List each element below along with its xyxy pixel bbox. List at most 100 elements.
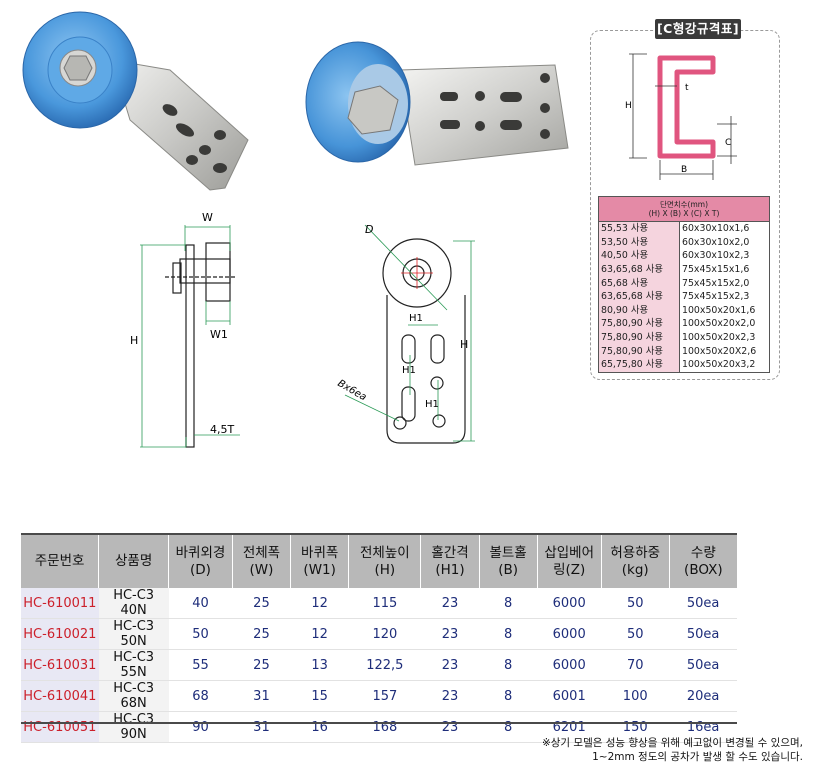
column-header: 허용하중(kg): [601, 535, 670, 588]
dim-label-h-side: H: [130, 334, 138, 347]
table-cell: 120: [348, 618, 421, 650]
model-name-cell: HC-C3 40N: [98, 588, 169, 619]
table-cell: 55: [168, 649, 233, 681]
column-header: 전체폭(W): [232, 535, 292, 588]
spec-use-cell: 53,50 사용: [598, 235, 680, 250]
dim-label-thickness: 4,5T: [210, 423, 234, 436]
c-channel-diagram: H t C B: [625, 53, 737, 180]
table-cell: 50: [601, 618, 670, 650]
dim-label-h1-low: H1: [425, 399, 439, 410]
column-header-line1: 수량: [690, 544, 716, 561]
spec-dimension-cell: 100x50x20x2,3: [679, 330, 770, 345]
table-cell: 157: [348, 680, 421, 712]
spec-label-b: B: [681, 165, 687, 175]
order-number-cell: HC-610051: [21, 711, 99, 743]
table-cell: 20ea: [669, 680, 737, 712]
model-name-cell: HC-C3 90N: [98, 711, 169, 743]
spec-header-line1: 단면치수(mm): [659, 200, 709, 209]
table-cell: 23: [420, 649, 480, 681]
table-cell: 90: [168, 711, 233, 743]
spec-use-cell: 65,75,80 사용: [598, 357, 680, 373]
front-view-drawing: D H1 H1 H1 H Bx6ea: [336, 223, 475, 444]
spec-use-cell: 63,65,68 사용: [598, 289, 680, 304]
column-header-line1: 상품명: [115, 553, 153, 569]
spec-dimension-cell: 60x30x10x2,3: [679, 249, 770, 263]
spec-use-cell: 75,80,90 사용: [598, 344, 680, 358]
spec-table-header: 단면치수(mm) (H) X (B) X (C) X T): [598, 196, 770, 222]
table-cell: 122,5: [348, 649, 421, 681]
table-cell: 6001: [537, 680, 602, 712]
order-number-cell: HC-610011: [21, 588, 99, 619]
table-bottom-rule: [21, 722, 737, 724]
column-header-line2: (D): [190, 561, 211, 578]
table-cell: 50ea: [669, 588, 737, 619]
order-number-cell: HC-610031: [21, 649, 99, 681]
dim-label-d: D: [365, 223, 373, 236]
dim-label-h-front: H: [460, 338, 468, 351]
column-header-line1: 허용하중: [610, 544, 661, 561]
dim-label-w1: W1: [210, 328, 228, 341]
table-cell: 8: [479, 711, 538, 743]
spec-header-line2: (H) X (B) X (C) X T): [648, 209, 720, 218]
table-cell: 115: [348, 588, 421, 619]
table-cell: 50ea: [669, 649, 737, 681]
column-header-line2: (B): [498, 561, 518, 578]
spec-label-c: C: [725, 138, 731, 148]
table-cell: 6000: [537, 588, 602, 619]
column-header-line1: 주문번호: [34, 553, 85, 569]
table-cell: 23: [420, 618, 480, 650]
table-cell: 25: [232, 618, 291, 650]
order-number-cell: HC-610021: [21, 618, 99, 650]
table-cell: 12: [290, 618, 349, 650]
spec-use-cell: 63,65,68 사용: [598, 262, 680, 277]
table-cell: 8: [479, 649, 538, 681]
table-cell: 50: [601, 588, 670, 619]
column-header: 주문번호: [21, 535, 100, 588]
table-cell: 8: [479, 618, 538, 650]
table-cell: 16: [290, 711, 349, 743]
column-header: 바퀴폭(W1): [290, 535, 350, 588]
table-cell: 150: [601, 711, 670, 743]
dim-label-h1-top: H1: [409, 313, 423, 324]
model-name-cell: HC-C3 55N: [98, 649, 169, 681]
column-header-line1: 삽입베어: [544, 544, 595, 561]
column-header-line1: 전체폭: [242, 544, 281, 561]
column-header-line2: (H1): [435, 561, 465, 578]
spec-dimension-cell: 100x50x20X2,6: [679, 344, 770, 358]
spec-use-cell: 75,80,90 사용: [598, 317, 680, 331]
spec-dimension-cell: 100x50x20x1,6: [679, 303, 770, 318]
column-header-line2: (kg): [621, 561, 649, 578]
table-cell: 25: [232, 649, 291, 681]
column-header: 바퀴외경(D): [168, 535, 233, 588]
table-cell: 23: [420, 680, 480, 712]
model-name-cell: HC-C3 68N: [98, 680, 169, 712]
table-cell: 12: [290, 588, 349, 619]
spec-use-cell: 80,90 사용: [598, 303, 680, 318]
table-cell: 100: [601, 680, 670, 712]
table-cell: 40: [168, 588, 233, 619]
table-cell: 68: [168, 680, 233, 712]
table-cell: 15: [290, 680, 349, 712]
column-header: 상품명: [98, 535, 170, 588]
side-view-drawing: W H W1 4,5T: [130, 211, 240, 448]
column-header-line2: (BOX): [684, 561, 723, 578]
spec-label-t: t: [685, 83, 689, 93]
column-header-line1: 볼트홀: [489, 544, 527, 561]
spec-dimension-cell: 100x50x20x2,0: [679, 317, 770, 331]
table-cell: 50ea: [669, 618, 737, 650]
footnote-line-1: ※상기 모델은 성능 향상을 위해 예고없이 변경될 수 있으며,: [541, 737, 803, 749]
column-header-line1: 홀간격: [431, 544, 469, 561]
